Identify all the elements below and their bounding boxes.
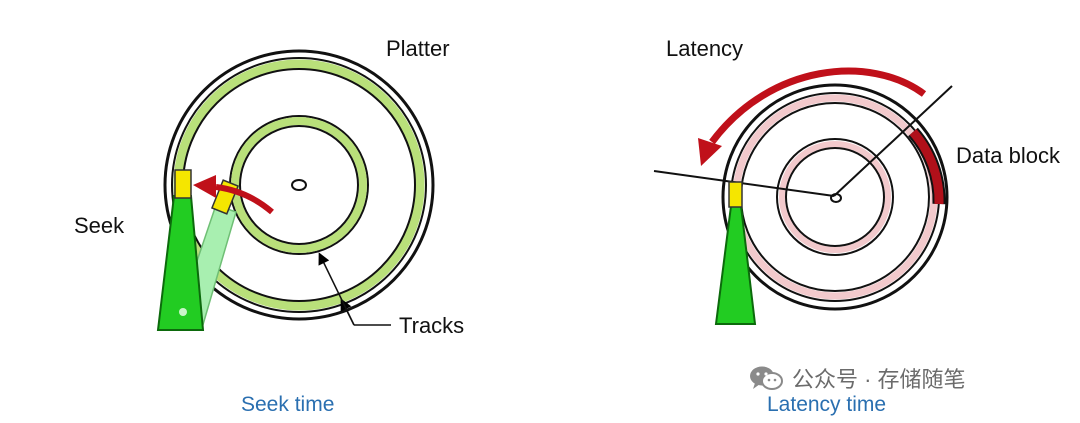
wechat-icon — [750, 366, 783, 390]
latency-ray-block — [833, 85, 953, 197]
tracks-pointer — [318, 252, 391, 326]
tracks-label: Tracks — [399, 313, 465, 338]
seek-head — [174, 169, 192, 199]
rotation-arrowhead — [698, 138, 722, 166]
seek-time-caption: Seek time — [241, 393, 335, 416]
platter-label: Platter — [386, 36, 450, 61]
seek-spindle — [291, 179, 307, 191]
latency-head — [728, 181, 743, 208]
latency-ray-head — [653, 170, 835, 197]
latency-time-caption: Latency time — [767, 393, 887, 416]
watermark-text: 公众号 · 存储随笔 — [792, 367, 966, 392]
seek-arrowhead — [193, 175, 216, 198]
seek-direction-arrow — [215, 184, 274, 215]
rotation-arrow — [709, 67, 927, 145]
latency-inner-track — [776, 138, 894, 256]
seek-arm-pivot — [179, 308, 187, 316]
seek-label: Seek — [74, 213, 125, 238]
data-block-label: Data block — [956, 143, 1060, 168]
latency-platter — [721, 83, 949, 311]
watermark: 公众号 · 存储随笔 — [748, 362, 966, 394]
latency-label: Latency — [666, 36, 744, 61]
